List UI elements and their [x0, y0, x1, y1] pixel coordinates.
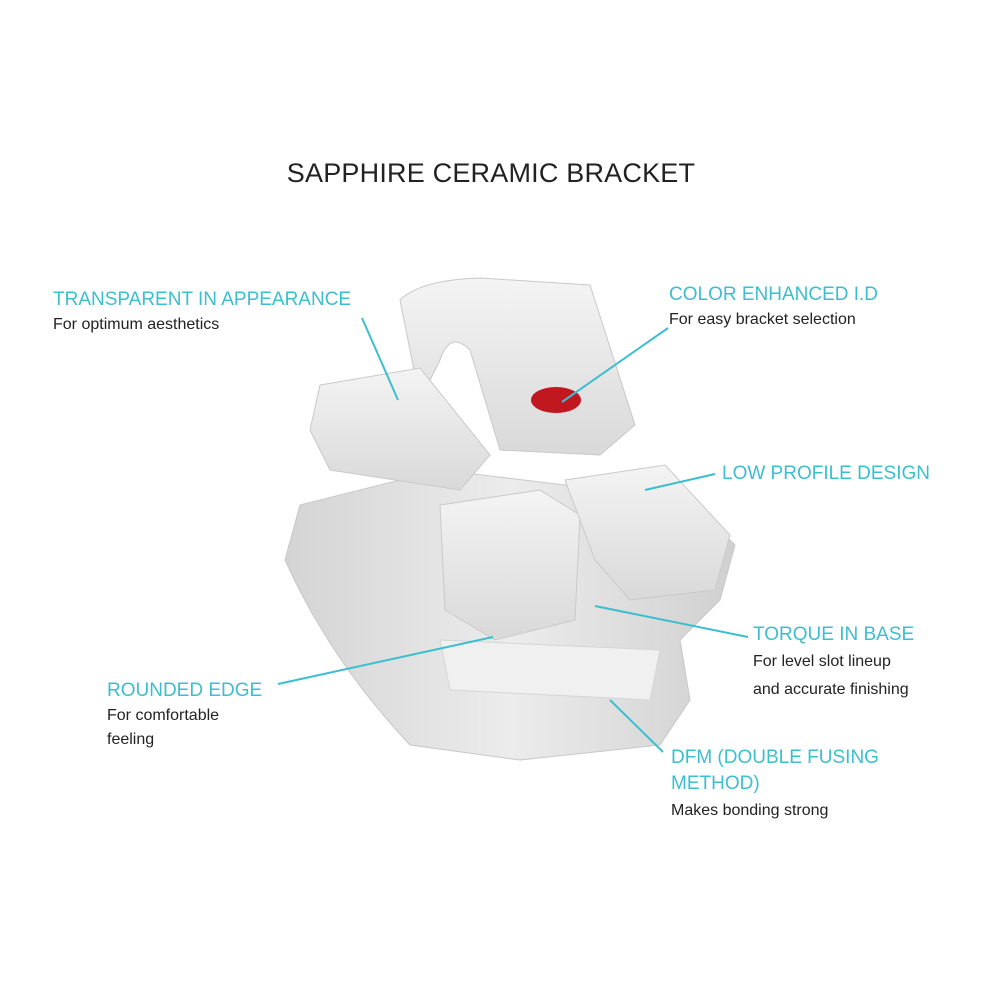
color-id-dot	[531, 387, 581, 413]
callout-rounded-edge: ROUNDED EDGE For comfortable feeling	[107, 678, 262, 752]
callout-heading: ROUNDED EDGE	[107, 680, 263, 701]
callout-heading: LOW PROFILE DESIGN	[722, 463, 930, 484]
callout-text: For optimum aesthetics	[53, 316, 220, 333]
callout-heading: TORQUE IN BASE	[753, 624, 915, 645]
leader-lines	[277, 317, 749, 753]
callout-heading-line2: METHOD)	[671, 773, 760, 794]
diagram-title: SAPPHIRE CERAMIC BRACKET	[286, 158, 696, 188]
callout-torque: TORQUE IN BASE For level slot lineup and…	[753, 622, 914, 704]
callout-heading: TRANSPARENT IN APPEARANCE	[53, 289, 352, 310]
bracket-wing-upper-left	[309, 367, 491, 491]
bracket-wing-lower-center	[439, 489, 581, 641]
callout-transparent: TRANSPARENT IN APPEARANCE For optimum ae…	[53, 287, 351, 337]
callout-dfm: DFM (DOUBLE FUSING METHOD) Makes bonding…	[671, 745, 879, 825]
callout-text: For easy bracket selection	[669, 311, 856, 328]
callout-color-id: COLOR ENHANCED I.D For easy bracket sele…	[669, 282, 878, 332]
callout-low-profile: LOW PROFILE DESIGN	[722, 461, 930, 487]
callout-text: For comfortable	[107, 707, 220, 724]
callout-heading: COLOR ENHANCED I.D	[669, 284, 879, 305]
callout-text: Makes bonding strong	[671, 802, 829, 819]
bracket-wing-lower-right	[564, 464, 731, 601]
callout-heading: DFM (DOUBLE FUSING	[671, 747, 879, 768]
callout-text: feeling	[107, 731, 155, 748]
callout-text: For level slot lineup	[753, 653, 891, 670]
callout-text: and accurate finishing	[753, 681, 909, 698]
bracket-hook	[399, 277, 636, 456]
